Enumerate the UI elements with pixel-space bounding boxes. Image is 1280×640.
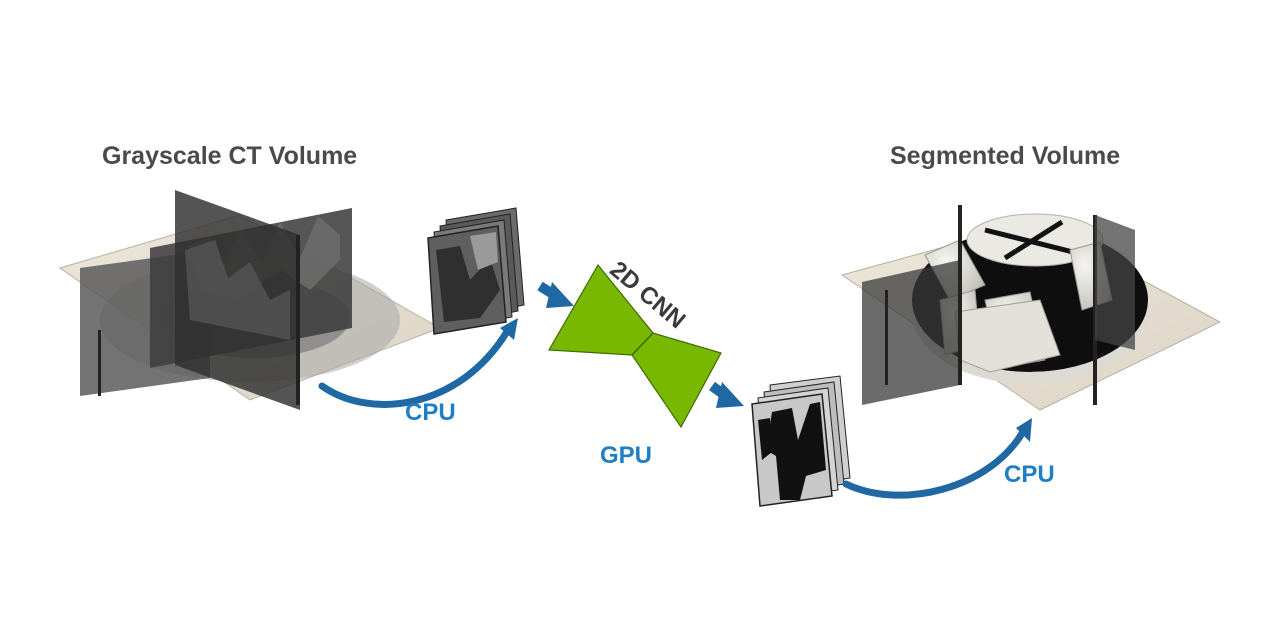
cpu-left-arrow (318, 326, 512, 408)
segmented-slice-stack-icon (751, 375, 851, 507)
cpu-right-label: CPU (1004, 461, 1055, 488)
cpu-right-arrow-head (1016, 418, 1032, 442)
arrow-into-network (537, 281, 574, 308)
grayscale-ct-volume-icon (58, 190, 442, 410)
arrow-out-of-network (709, 381, 744, 408)
input-volume-title: Grayscale CT Volume (102, 142, 358, 170)
cpu-left-arrow-head (500, 318, 518, 340)
cpu-right-arrow (842, 426, 1028, 499)
encoder-decoder-network-icon (547, 263, 722, 429)
grayscale-slice-stack-icon (427, 207, 525, 335)
segmented-volume-icon (840, 205, 1222, 411)
gpu-label: GPU (600, 442, 653, 469)
cpu-left-label: CPU (405, 399, 456, 426)
output-volume-title: Segmented Volume (890, 142, 1121, 170)
